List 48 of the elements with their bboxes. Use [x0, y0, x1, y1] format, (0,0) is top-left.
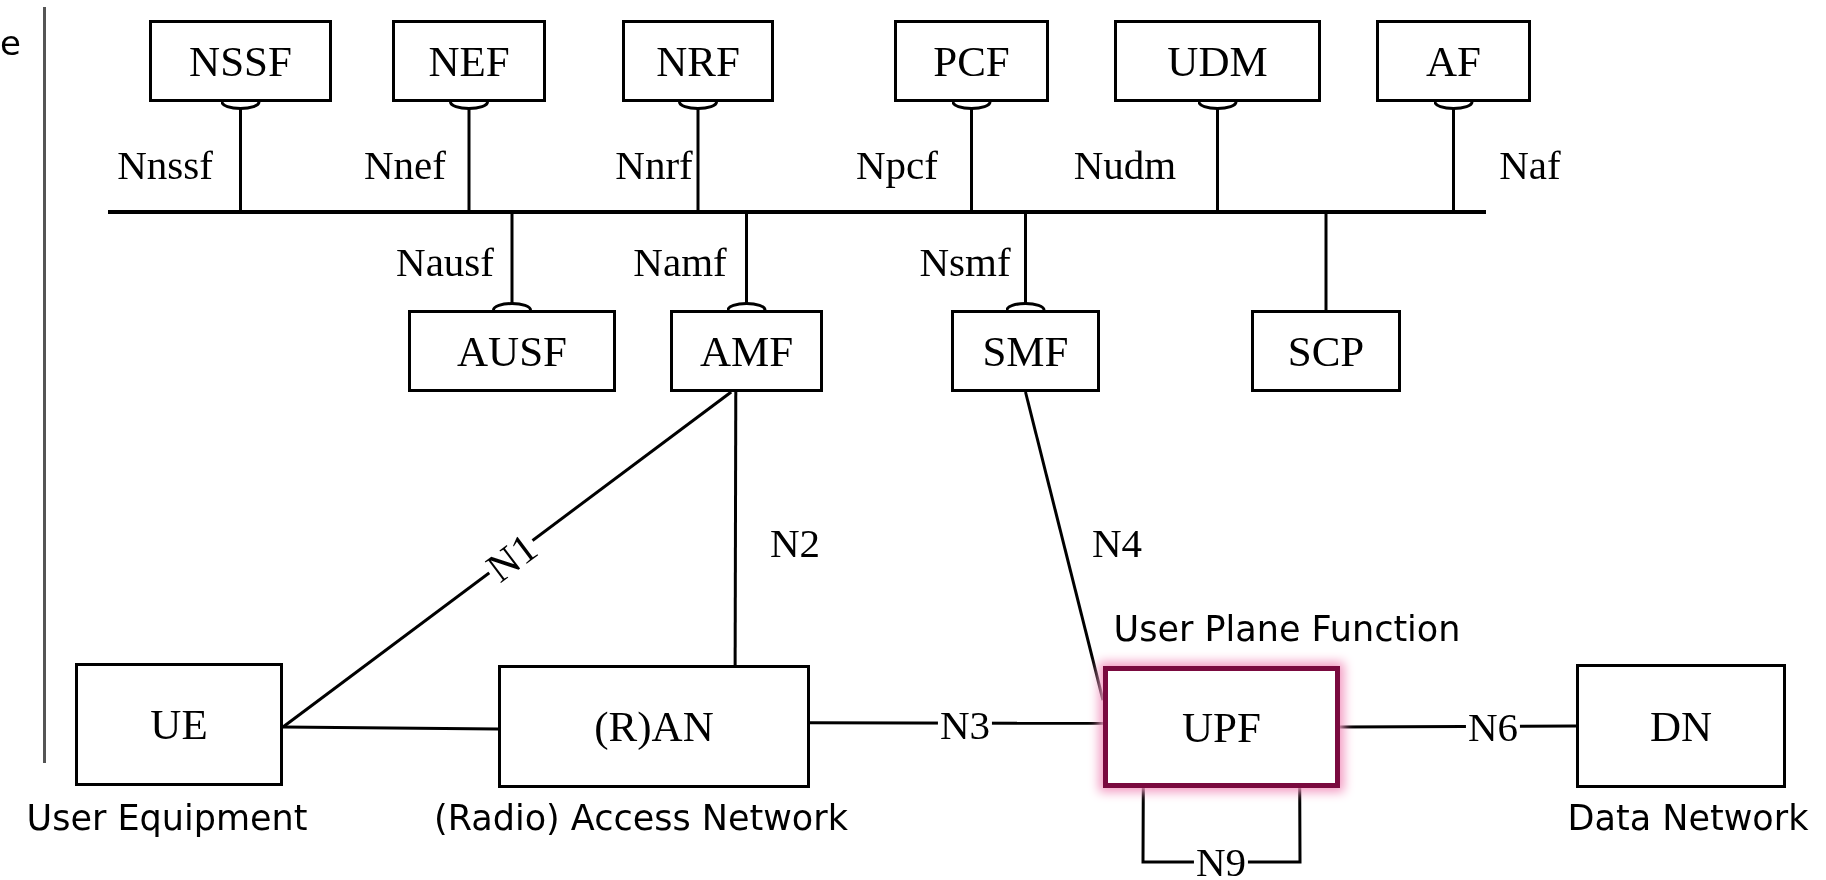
edge-label: Nudm [1072, 144, 1178, 186]
function-box [392, 20, 546, 102]
node-label: AF [1426, 39, 1481, 83]
connector-line [1024, 391, 1105, 701]
function-box [1114, 20, 1321, 102]
function-box [894, 20, 1049, 102]
edge-label: Npcf [855, 144, 939, 186]
function-box [951, 310, 1100, 392]
edge-label: Nnrf [614, 144, 694, 186]
function-box [498, 665, 810, 788]
edge-label: N4 [1090, 522, 1144, 564]
function-box [1376, 20, 1531, 102]
function-box [1251, 310, 1401, 392]
node-label: (R)AN [594, 705, 714, 748]
function-box [1103, 666, 1340, 788]
node-label: AUSF [457, 329, 567, 373]
edge-label: Nausf [395, 241, 495, 283]
node-label: NSSF [189, 39, 292, 83]
node-label: PCF [933, 39, 1010, 83]
function-box [622, 20, 774, 102]
function-box [408, 310, 616, 392]
node-label: SCP [1287, 329, 1365, 373]
edge-label: N2 [768, 522, 822, 564]
function-box [1576, 664, 1786, 788]
node-label: UE [150, 703, 208, 746]
function-box [75, 663, 283, 786]
edge-label: Nnssf [116, 144, 214, 186]
node-label: UPF [1182, 705, 1261, 749]
text-fragment: e [0, 26, 21, 60]
function-box [149, 20, 332, 102]
caption-text: User Equipment [26, 801, 308, 836]
node-label: NRF [656, 39, 740, 83]
caption-text: (Radio) Access Network [434, 801, 848, 836]
node-label: NEF [428, 39, 510, 83]
node-label: DN [1649, 704, 1713, 748]
edge-label: Naf [1498, 144, 1562, 186]
connector-line [1324, 214, 1328, 310]
connector-line [733, 392, 738, 665]
node-label: UDM [1167, 39, 1268, 83]
caption-text: Data Network [1567, 801, 1809, 836]
caption-text: User Plane Function [1113, 612, 1461, 647]
node-label: AMF [699, 329, 794, 373]
edge-label: Nsmf [918, 241, 1012, 283]
node-label: SMF [982, 329, 1069, 373]
connector-line [283, 725, 498, 731]
edge-label: Namf [632, 241, 728, 283]
function-box [670, 310, 823, 392]
edge-label: Nnef [363, 144, 447, 186]
